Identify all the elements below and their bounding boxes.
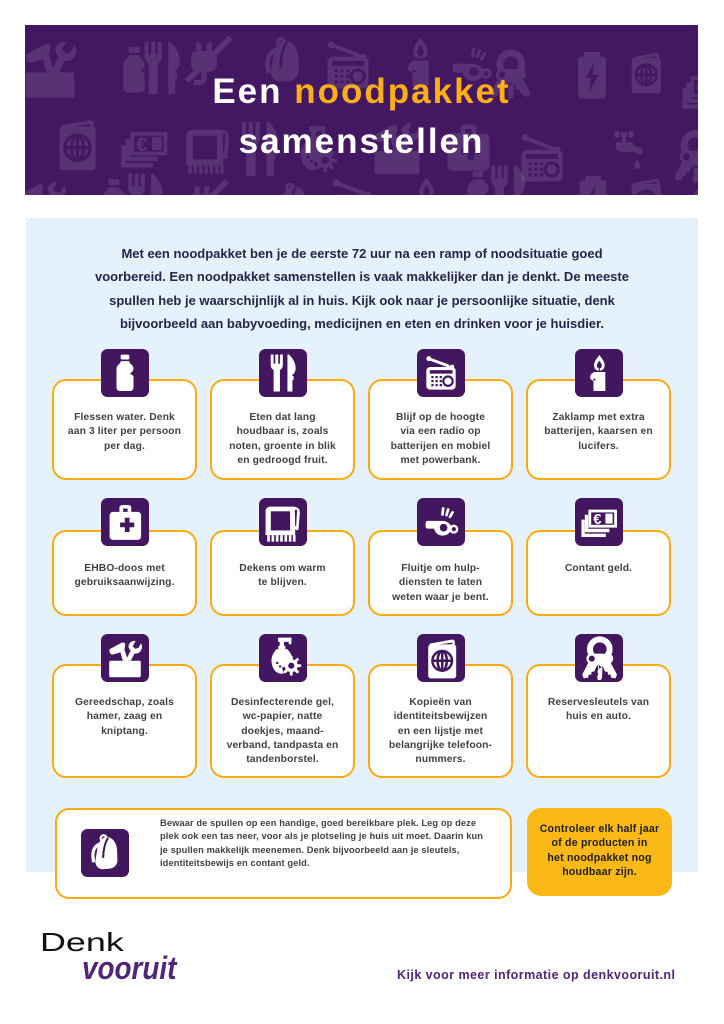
svg-text:€: € (696, 78, 698, 98)
svg-text:€: € (593, 512, 601, 528)
svg-text:€: € (137, 135, 148, 156)
